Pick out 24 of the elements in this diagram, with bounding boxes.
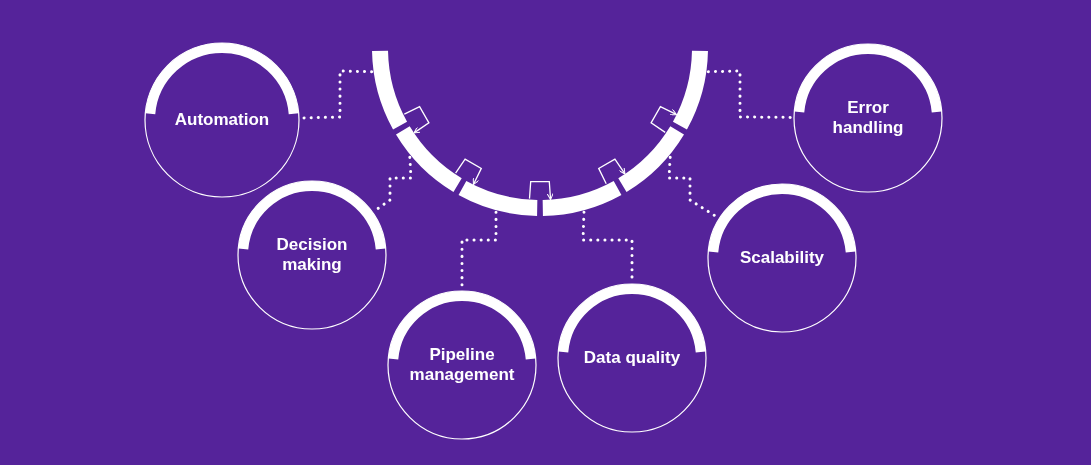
circle-node xyxy=(557,283,707,433)
arrow xyxy=(403,105,430,134)
arc-segment xyxy=(618,126,684,192)
arrow xyxy=(597,158,626,185)
circle-node xyxy=(144,42,300,198)
node-label: Data quality xyxy=(583,347,681,369)
arc-segment xyxy=(458,180,538,216)
arc-segment xyxy=(396,126,462,192)
node-label: Error handling xyxy=(831,97,905,139)
arc-segment xyxy=(672,50,708,130)
arc-segment xyxy=(372,50,408,130)
circle-node xyxy=(237,180,387,330)
arc-segment xyxy=(542,180,622,216)
connector xyxy=(706,69,795,119)
node-label: Automation xyxy=(174,109,270,131)
arrow xyxy=(650,105,678,134)
arrow xyxy=(528,181,554,201)
node-label: Scalability xyxy=(739,247,825,269)
arrow xyxy=(454,158,483,186)
node-label: Decision making xyxy=(275,234,349,276)
circle-node xyxy=(387,290,537,440)
node-label: Pipeline management xyxy=(408,344,516,386)
circle-node xyxy=(707,183,857,333)
circle-node xyxy=(793,43,943,193)
